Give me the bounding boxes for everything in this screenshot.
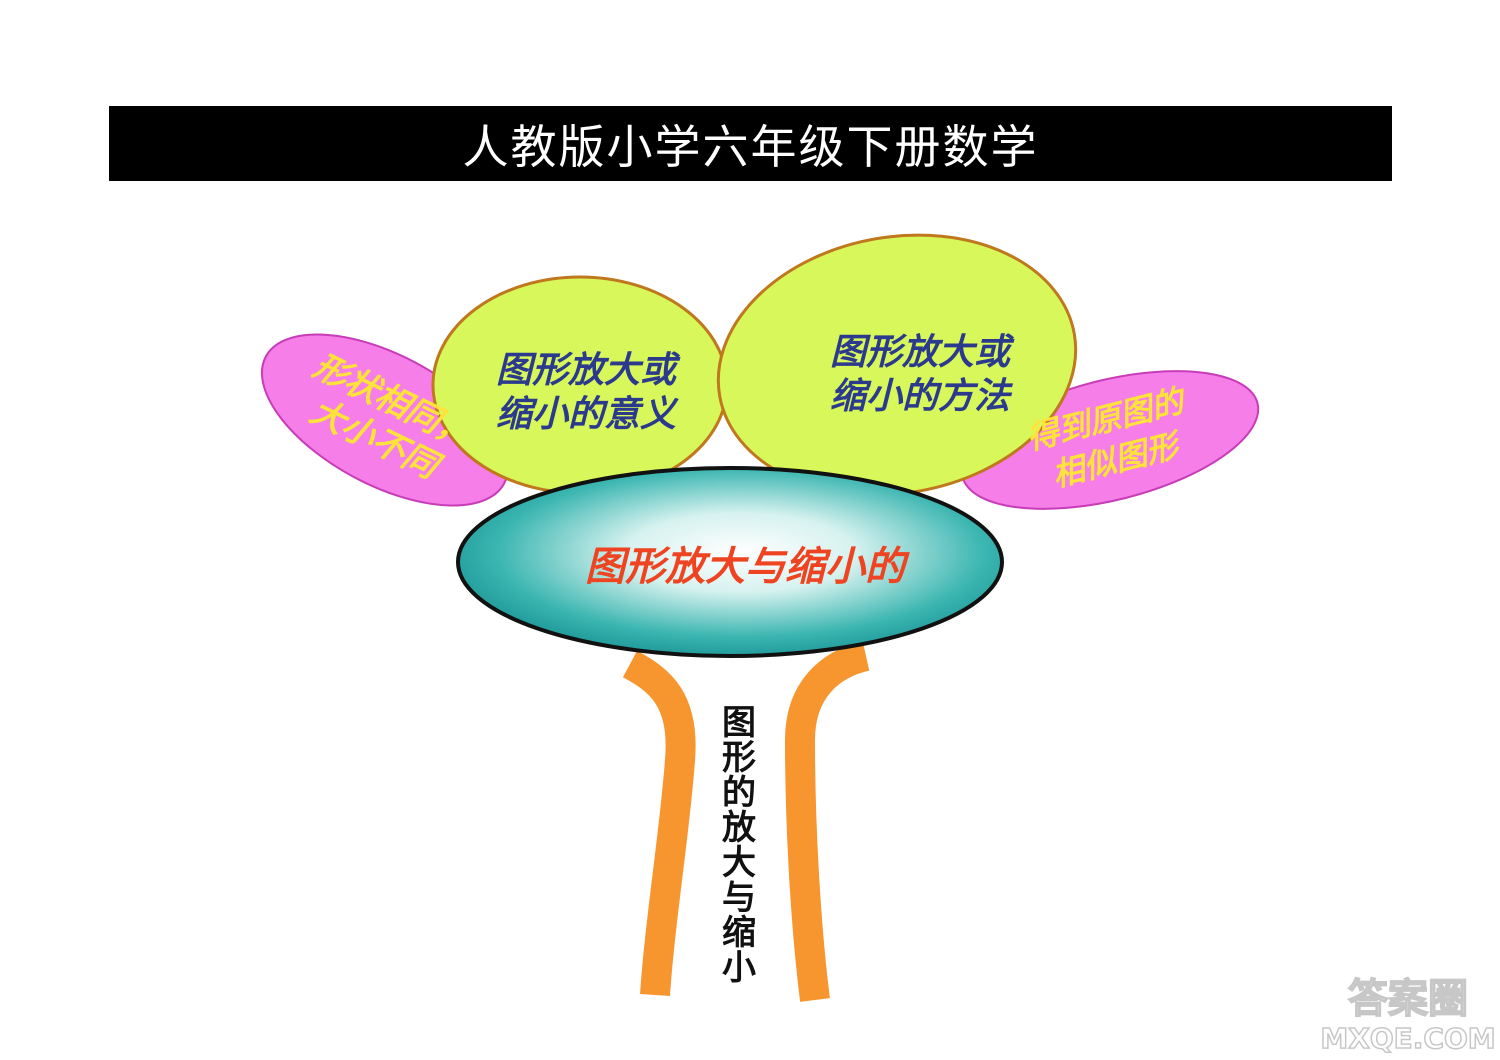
leaf-right-line1: 图形放大或	[830, 332, 1015, 373]
trunk-label: 图形的放大与缩小	[722, 703, 756, 988]
center-node	[456, 466, 1004, 658]
watermark-bottom: MXQE.COM	[1320, 1022, 1495, 1055]
leaf-right	[716, 233, 1078, 497]
leaf-right-line2: 缩小的方法	[830, 376, 1013, 417]
trunk-left-branch	[622, 650, 696, 996]
leaf-left-line1: 图形放大或	[496, 350, 681, 391]
watermark-logo: 答案圈 MXQE.COM	[1320, 975, 1497, 1056]
page-title: 人教版小学六年级下册数学	[109, 106, 1392, 181]
leaf-left-line2: 缩小的意义	[496, 394, 679, 435]
center-label: 图形放大与缩小的	[585, 544, 910, 590]
petal-left	[260, 333, 510, 507]
watermark-top: 答案圈	[1348, 976, 1468, 1022]
trunk-right-branch	[784, 641, 870, 1002]
